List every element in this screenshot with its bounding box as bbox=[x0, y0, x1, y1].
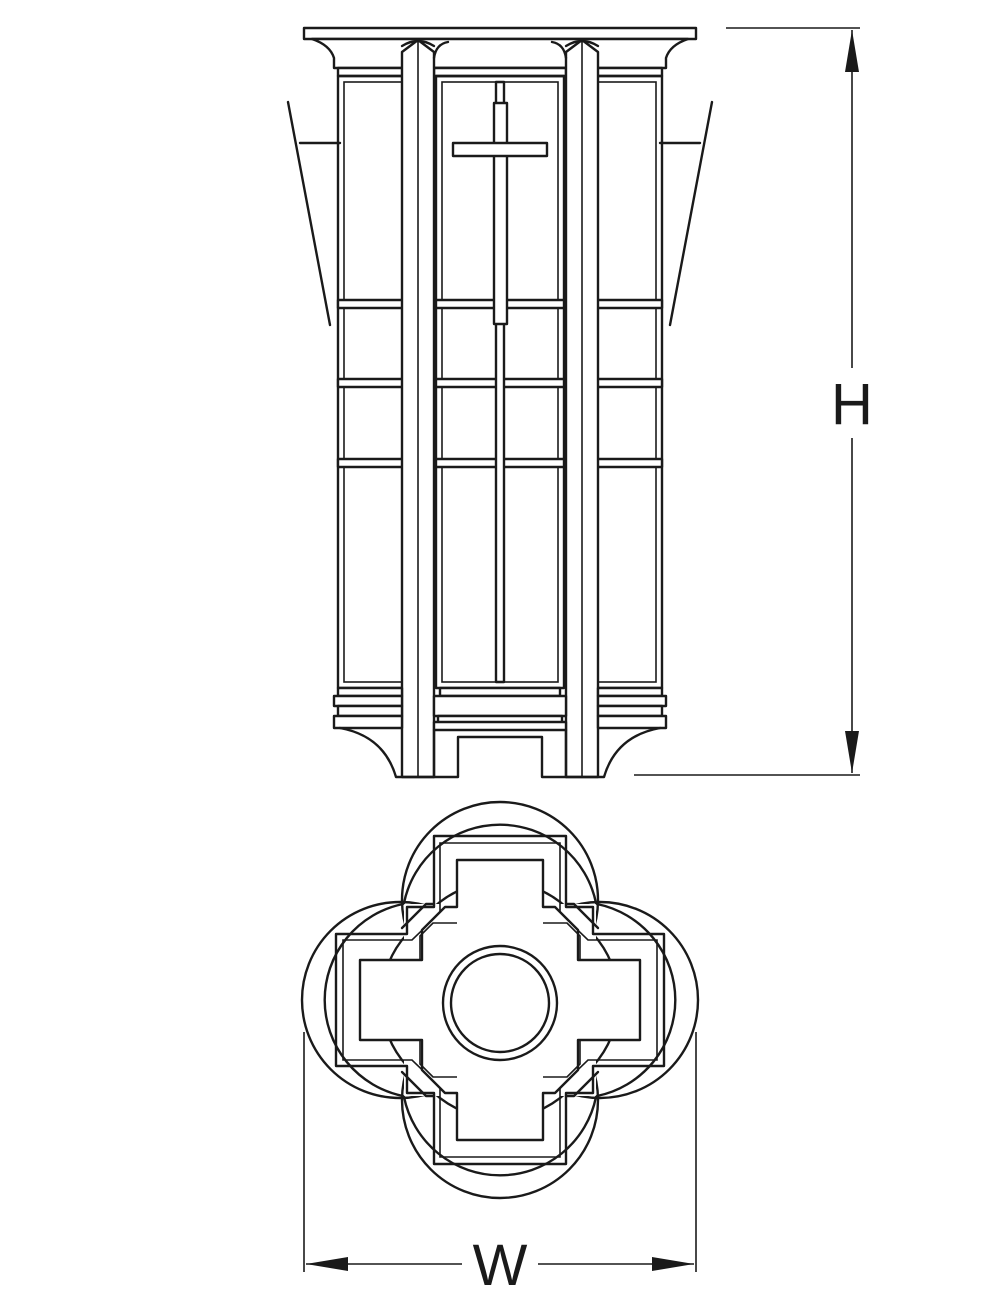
height-label: H bbox=[831, 372, 873, 437]
lantern-elevation-view bbox=[286, 26, 714, 779]
height-arrow-bottom bbox=[845, 731, 859, 773]
center-ring-outer bbox=[441, 944, 559, 1062]
center-ring-inner bbox=[449, 952, 551, 1054]
side-panel-right bbox=[590, 74, 664, 690]
side-bracket-left bbox=[286, 100, 342, 327]
side-bracket-right bbox=[658, 100, 714, 327]
width-label: W bbox=[473, 1233, 528, 1294]
corner-post-left bbox=[400, 38, 436, 779]
base-feet bbox=[338, 726, 662, 779]
height-dimension: H bbox=[634, 27, 873, 776]
width-arrow-left bbox=[306, 1257, 348, 1271]
cross-ornament bbox=[451, 101, 549, 326]
width-dimension: W bbox=[303, 1032, 697, 1294]
side-panel-left bbox=[336, 74, 410, 690]
lantern-plan-view bbox=[300, 800, 700, 1200]
corner-post-right bbox=[564, 38, 600, 779]
height-arrow-top bbox=[845, 30, 859, 72]
base-moulding bbox=[332, 686, 668, 732]
width-arrow-right bbox=[652, 1257, 694, 1271]
